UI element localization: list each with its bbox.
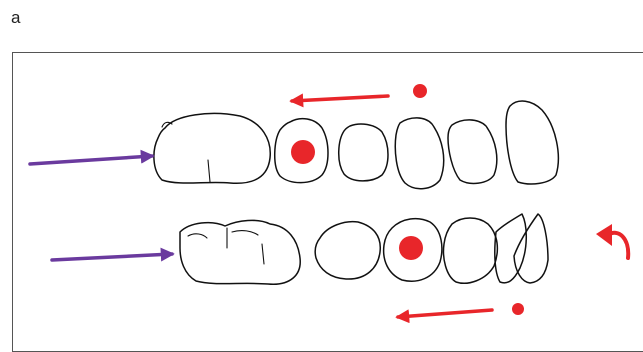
upper-incisor-2 bbox=[505, 100, 560, 185]
figure-frame bbox=[12, 52, 643, 352]
lower-incisor-1 bbox=[494, 213, 527, 284]
upper-premolar-2 bbox=[338, 123, 389, 182]
upper-origin-dot bbox=[413, 84, 427, 98]
upper-shift-arrow bbox=[289, 93, 390, 108]
panel-label: a bbox=[11, 8, 21, 27]
lower-incisor-2 bbox=[513, 213, 549, 284]
lower-molar bbox=[179, 219, 301, 285]
upper-arch bbox=[153, 100, 560, 190]
lower-contact-dot bbox=[399, 236, 423, 260]
lower-push-arrow bbox=[50, 247, 175, 262]
lower-molar-cusp-1 bbox=[187, 233, 208, 239]
lower-premolar-1 bbox=[314, 220, 381, 280]
upper-molar bbox=[153, 112, 271, 184]
upper-premolar-1 bbox=[274, 117, 329, 184]
curved-arrow-head bbox=[596, 224, 612, 246]
lower-origin-dot bbox=[512, 303, 524, 315]
upper-molar-groove bbox=[207, 159, 211, 183]
rotation-arrow bbox=[596, 224, 631, 260]
lower-arch bbox=[179, 213, 549, 285]
upper-push-arrow bbox=[28, 149, 155, 166]
lower-canine bbox=[442, 217, 499, 284]
lower-molar-cusp-2 bbox=[231, 230, 259, 236]
upper-canine bbox=[394, 117, 445, 190]
upper-molar-cusp bbox=[161, 121, 173, 128]
upper-contact-dot bbox=[291, 140, 315, 164]
upper-incisor-1 bbox=[447, 119, 498, 185]
lower-premolar-2 bbox=[382, 217, 443, 282]
lower-shift-arrow bbox=[395, 308, 494, 324]
lower-molar-groove-2 bbox=[261, 243, 265, 265]
